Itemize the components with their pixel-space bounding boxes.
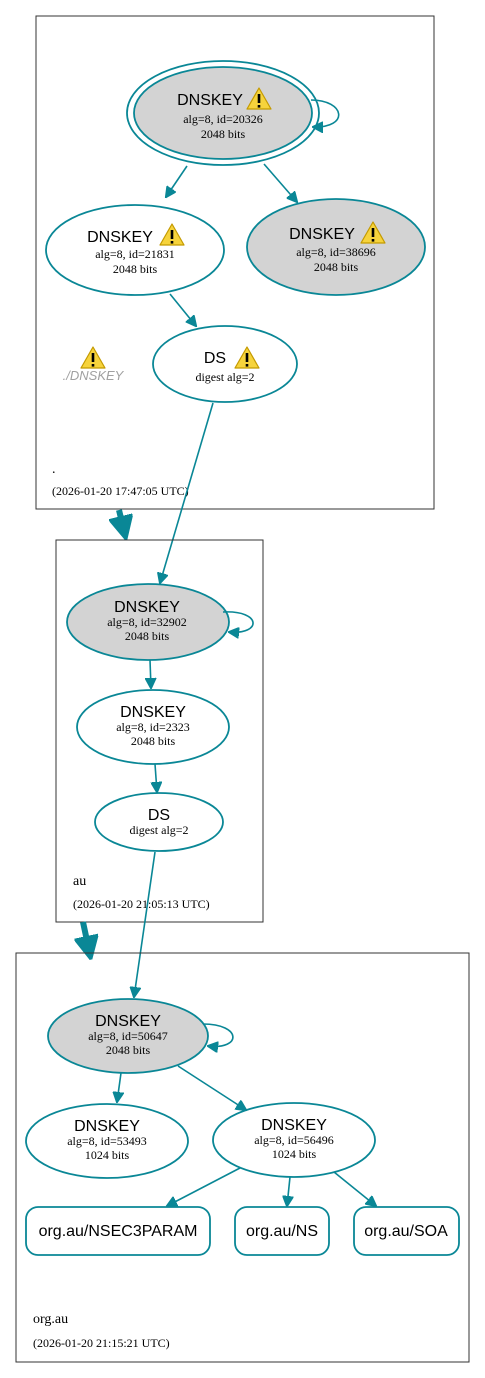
au-zsk-title: DNSKEY <box>120 704 186 721</box>
org-zsk1-node[interactable]: DNSKEY alg=8, id=53493 1024 bits <box>25 1103 189 1179</box>
zone-root-timestamp: (2026-01-20 17:47:05 UTC) <box>52 484 189 498</box>
zone-orgau-label: org.au <box>33 1312 68 1327</box>
edge-org-zsk2-to-nsec3param <box>167 1167 241 1206</box>
org-zsk2-id: alg=8, id=56496 <box>254 1133 334 1147</box>
root-ksk-id: alg=8, id=20326 <box>183 112 263 126</box>
root-ghost-dnskey: ./DNSKEY <box>63 346 125 383</box>
org-ksk-node[interactable]: DNSKEY alg=8, id=50647 2048 bits <box>47 998 209 1074</box>
org-soa-node[interactable]: org.au/SOA <box>353 1206 460 1256</box>
edge-org-zsk2-to-ns <box>287 1176 290 1206</box>
edge-org-ksk-to-zsk1 <box>117 1072 121 1102</box>
zone-root-label: . <box>52 462 56 477</box>
au-ksk-bits: 2048 bits <box>125 629 170 643</box>
org-zsk2-bits: 1024 bits <box>272 1147 317 1161</box>
root-ds-title: DS <box>204 350 226 367</box>
root-ksk2-bits: 2048 bits <box>314 260 359 274</box>
au-zsk-bits: 2048 bits <box>131 734 176 748</box>
org-ns-node[interactable]: org.au/NS <box>234 1206 330 1256</box>
au-ds-title: DS <box>148 807 170 824</box>
edge-org-ksk-to-zsk2 <box>177 1065 246 1110</box>
org-zsk1-id: alg=8, id=53493 <box>67 1134 147 1148</box>
root-zsk-id: alg=8, id=21831 <box>95 247 175 261</box>
root-ds-node[interactable]: DS digest alg=2 <box>152 325 298 403</box>
root-ghost-label: ./DNSKEY <box>63 368 125 383</box>
org-zsk1-title: DNSKEY <box>74 1118 140 1135</box>
edge-root-ksk-to-ksk2 <box>263 163 297 202</box>
org-ksk-self-edge <box>202 1023 234 1046</box>
zone-au-timestamp: (2026-01-20 21:05:13 UTC) <box>73 897 210 911</box>
org-ksk-bits: 2048 bits <box>106 1043 151 1057</box>
edge-au-ksk-to-zsk <box>150 659 151 688</box>
au-ds-node[interactable]: DS digest alg=2 <box>94 792 224 852</box>
root-ksk-self-edge <box>310 99 340 127</box>
edge-org-zsk2-to-soa <box>333 1171 376 1206</box>
au-ksk-node[interactable]: DNSKEY alg=8, id=32902 2048 bits <box>66 583 230 661</box>
org-nsec3param-node[interactable]: org.au/NSEC3PARAM <box>25 1206 211 1256</box>
zone-au: au (2026-01-20 21:05:13 UTC) <box>55 539 264 923</box>
root-zsk-node[interactable]: DNSKEY alg=8, id=21831 2048 bits <box>45 204 225 296</box>
delegation-root-to-au <box>119 509 125 535</box>
org-nsec3param-label: org.au/NSEC3PARAM <box>39 1223 198 1240</box>
root-ksk2-node[interactable]: DNSKEY alg=8, id=38696 2048 bits <box>246 198 426 296</box>
org-ksk-id: alg=8, id=50647 <box>88 1029 168 1043</box>
root-zsk-bits: 2048 bits <box>113 262 158 276</box>
org-zsk2-node[interactable]: DNSKEY alg=8, id=56496 1024 bits <box>212 1102 376 1178</box>
au-ksk-id: alg=8, id=32902 <box>107 615 187 629</box>
au-ksk-title: DNSKEY <box>114 599 180 616</box>
au-ds-digest: digest alg=2 <box>129 823 188 837</box>
root-zsk-title: DNSKEY <box>87 229 153 246</box>
root-ksk-bits: 2048 bits <box>201 127 246 141</box>
zone-orgau-timestamp: (2026-01-20 21:15:21 UTC) <box>33 1336 170 1350</box>
delegation-au-to-orgau <box>83 921 90 955</box>
zone-root: . (2026-01-20 17:47:05 UTC) <box>35 15 435 510</box>
zone-au-label: au <box>73 874 86 889</box>
org-zsk1-bits: 1024 bits <box>85 1148 130 1162</box>
edge-au-ds-to-org-ksk <box>134 851 156 997</box>
edge-root-ds-to-au-ksk <box>160 402 214 583</box>
root-ksk-node[interactable]: DNSKEY alg=8, id=20326 2048 bits <box>126 60 320 166</box>
edge-root-ksk-to-zsk <box>166 165 188 197</box>
root-ksk2-title: DNSKEY <box>289 226 355 243</box>
au-zsk-node[interactable]: DNSKEY alg=8, id=2323 2048 bits <box>76 689 230 765</box>
org-ns-label: org.au/NS <box>246 1223 318 1240</box>
org-ksk-title: DNSKEY <box>95 1013 161 1030</box>
org-soa-label: org.au/SOA <box>364 1223 448 1240</box>
au-ksk-self-edge <box>222 611 254 632</box>
edge-root-zsk-to-ds <box>169 293 196 326</box>
org-zsk2-title: DNSKEY <box>261 1117 327 1134</box>
root-ksk2-id: alg=8, id=38696 <box>296 245 376 259</box>
root-ksk-title: DNSKEY <box>177 92 243 109</box>
zone-orgau: org.au (2026-01-20 21:15:21 UTC) <box>15 952 470 1363</box>
warning-icon <box>80 346 106 369</box>
au-zsk-id: alg=8, id=2323 <box>116 720 190 734</box>
root-ds-digest: digest alg=2 <box>195 370 254 384</box>
edge-au-zsk-to-ds <box>155 763 157 792</box>
